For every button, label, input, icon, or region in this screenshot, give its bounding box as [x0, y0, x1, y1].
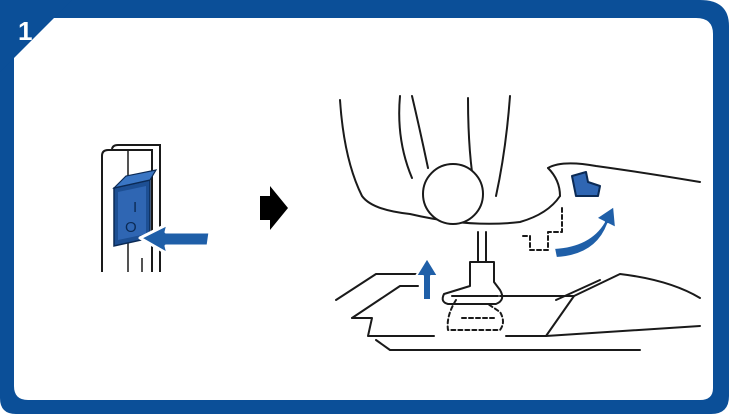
step-number: 1 — [18, 16, 32, 46]
next-step-arrow-icon — [260, 186, 288, 230]
raise-arrow-icon — [415, 257, 439, 301]
sewing-machine-icon — [335, 95, 701, 351]
step-badge — [0, 0, 72, 72]
switch-on-mark: I — [133, 199, 137, 216]
panel — [14, 18, 713, 400]
power-switch-icon: I O — [101, 144, 161, 272]
lever-arrow-icon — [553, 205, 617, 259]
press-arrow-icon — [138, 222, 212, 256]
switch-off-mark: O — [125, 219, 137, 236]
